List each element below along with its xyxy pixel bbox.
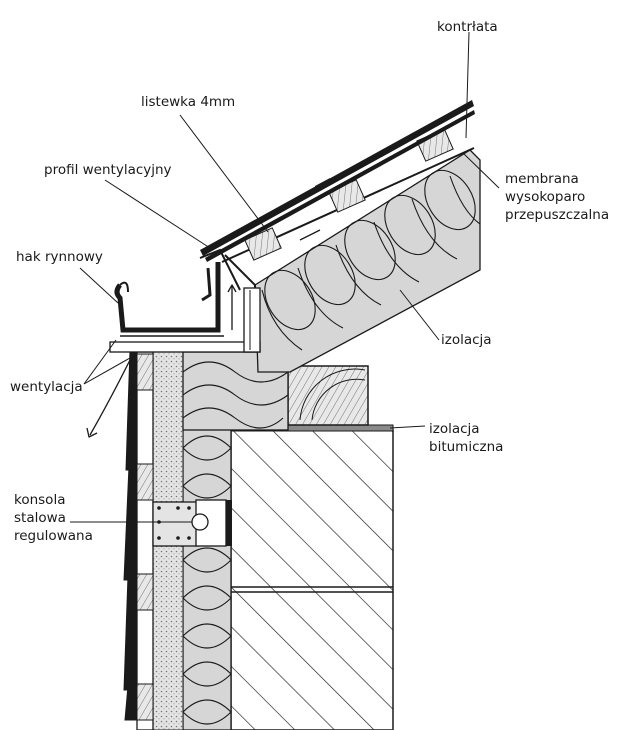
- leader-wentylacja-1: [83, 339, 117, 385]
- label-bitumiczna-line2: bitumiczna: [429, 439, 504, 455]
- label-konsola: konsola stalowa regulowana: [14, 491, 93, 545]
- label-bitumiczna-line1: izolacja: [429, 421, 480, 437]
- gutter-hook: [114, 262, 224, 337]
- leader-bitumiczna: [389, 425, 426, 429]
- leader-izolacja: [399, 289, 440, 341]
- label-konsola-line1: konsola: [14, 492, 66, 508]
- roof-battens: [244, 128, 454, 261]
- label-membrana-line2: wysokoparo: [505, 189, 586, 205]
- label-membrana: membrana wysokoparo przepuszczalna: [505, 170, 609, 224]
- label-wentylacja: wentylacja: [10, 379, 83, 395]
- label-profil-wentylacyjny: profil wentylacyjny: [44, 162, 172, 178]
- leader-listewka: [179, 114, 269, 233]
- facade-cladding: [123, 349, 138, 721]
- label-listewka: listewka 4mm: [141, 94, 236, 110]
- roof-covering: [200, 100, 475, 262]
- steel-bracket: [152, 499, 232, 547]
- label-izolacja: izolacja: [441, 332, 492, 348]
- label-kontrlata: kontrłata: [437, 19, 498, 35]
- label-konsola-line3: regulowana: [14, 528, 93, 544]
- label-hak-rynnowy: hak rynnowy: [16, 249, 103, 265]
- ventilation-arrows: [86, 229, 321, 438]
- wall-plate-timber: [287, 365, 369, 426]
- label-konsola-line2: stalowa: [14, 510, 66, 526]
- label-membrana-line1: membrana: [505, 171, 579, 187]
- facade-battens: [136, 351, 154, 730]
- masonry-wall: [230, 429, 394, 730]
- leader-hak: [79, 267, 119, 304]
- leader-membrana: [462, 152, 500, 189]
- label-izolacja-bitumiczna: izolacja bitumiczna: [429, 420, 503, 456]
- eave-soffit: [109, 287, 261, 353]
- leader-lines: [70, 31, 500, 523]
- leader-profil: [104, 179, 211, 249]
- label-membrana-line3: przepuszczalna: [505, 207, 610, 223]
- leader-kontrlata: [465, 31, 470, 139]
- leader-wentylacja-2: [83, 357, 131, 385]
